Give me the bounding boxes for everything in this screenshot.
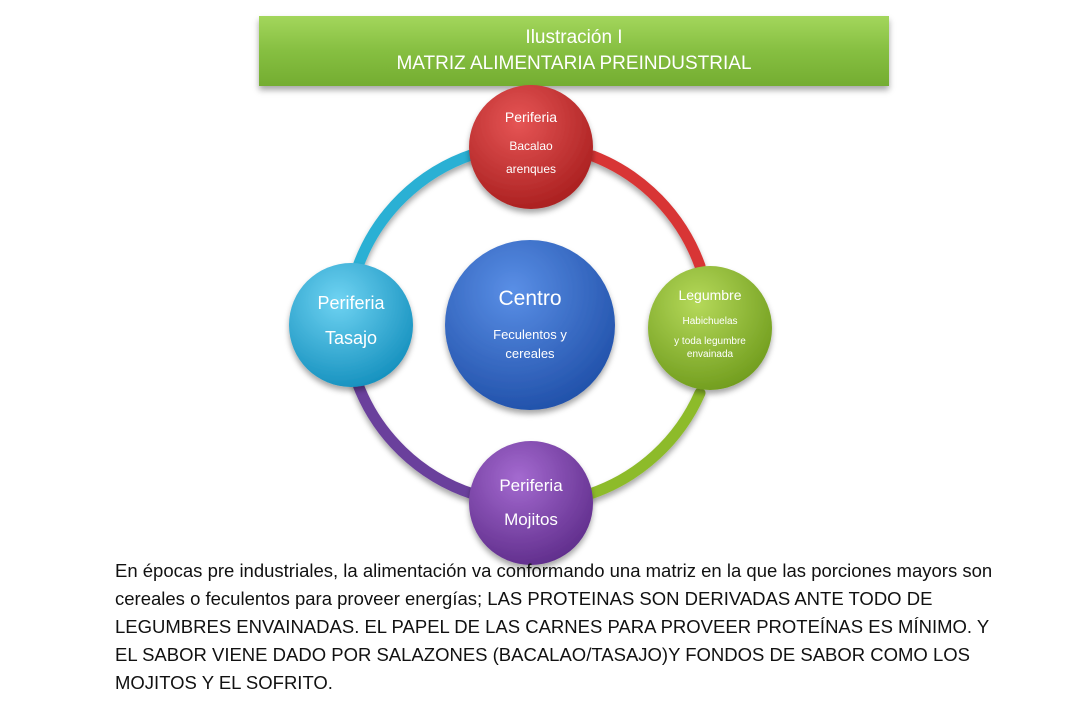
bottom-title: Periferia [499,476,563,495]
node-left: Periferia Tasajo [289,263,413,387]
node-center: Centro Feculentos y cereales [445,240,615,410]
arc-top-right [587,150,706,272]
description-paragraph: En épocas pre industriales, la alimentac… [115,560,993,693]
title-line-1: Ilustración I [525,27,623,48]
bottom-line-1: Mojitos [504,510,558,529]
node-bottom: Periferia Mojitos [469,441,593,565]
top-line-2: arenques [506,162,556,176]
center-line-1: Feculentos y [493,327,567,342]
node-right: Legumbre Habichuelas y toda legumbre env… [648,266,772,390]
center-title: Centro [498,287,561,310]
center-line-2: cereales [505,346,555,361]
right-line-2: y toda legumbre [674,336,746,347]
top-title: Periferia [505,109,557,125]
top-line-1: Bacalao [509,139,553,153]
right-title: Legumbre [678,287,741,303]
right-line-3: envainada [687,349,734,360]
title-banner: Ilustración I MATRIZ ALIMENTARIA PREINDU… [259,16,889,86]
arc-bottom-left [351,376,479,500]
left-line-1: Tasajo [325,328,377,348]
right-line-1: Habichuelas [682,316,737,327]
arc-right-bottom [584,387,706,500]
node-top: Periferia Bacalao arenques [469,85,593,209]
arc-left-top [351,148,480,275]
left-title: Periferia [317,293,385,313]
title-line-2: MATRIZ ALIMENTARIA PREINDUSTRIAL [396,53,752,74]
